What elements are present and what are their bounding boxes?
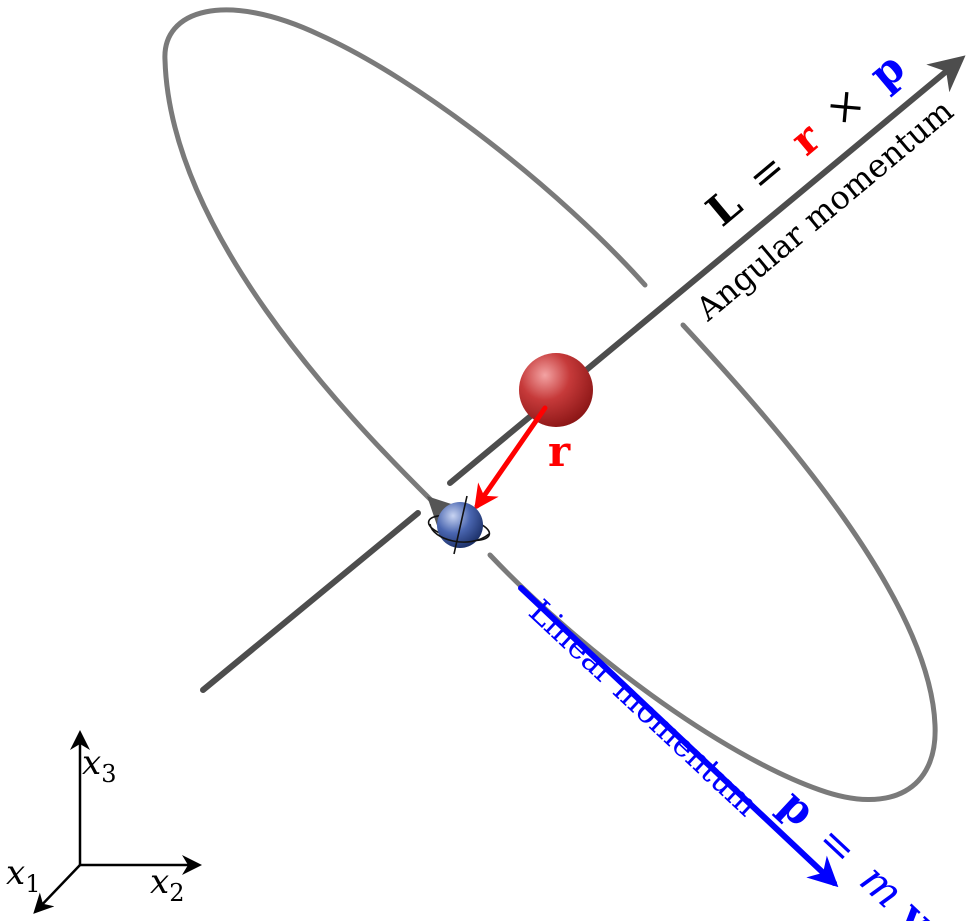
eq-p: p bbox=[860, 43, 914, 99]
orbit-path-upper bbox=[162, 7, 648, 534]
axis-x1 bbox=[33, 864, 81, 914]
planet bbox=[427, 495, 491, 555]
linear-momentum-label: Linear momentum bbox=[522, 592, 767, 824]
coordinate-axes: x3 x2 x1 bbox=[6, 730, 202, 914]
axis-x3-label: x3 bbox=[82, 743, 116, 788]
radius-label: r bbox=[548, 427, 571, 476]
eq-times: × bbox=[815, 76, 873, 136]
axis-x2-label: x2 bbox=[150, 862, 184, 907]
eq-m: m bbox=[851, 854, 914, 917]
radius-vector-arrow bbox=[474, 405, 548, 511]
axis-x1-label: x1 bbox=[6, 853, 40, 898]
planet-spin-axis bbox=[453, 495, 468, 555]
central-mass-sphere bbox=[519, 353, 593, 427]
planet-spin-ring-front bbox=[429, 523, 490, 543]
linear-momentum-arrow bbox=[518, 585, 839, 888]
angular-axis-upper bbox=[447, 55, 966, 486]
eq-L: L bbox=[697, 179, 751, 236]
angular-axis-lower bbox=[200, 510, 421, 693]
orbit-path-lower bbox=[487, 322, 938, 802]
eq-equals: = bbox=[737, 142, 795, 202]
eq-r: r bbox=[781, 113, 830, 165]
